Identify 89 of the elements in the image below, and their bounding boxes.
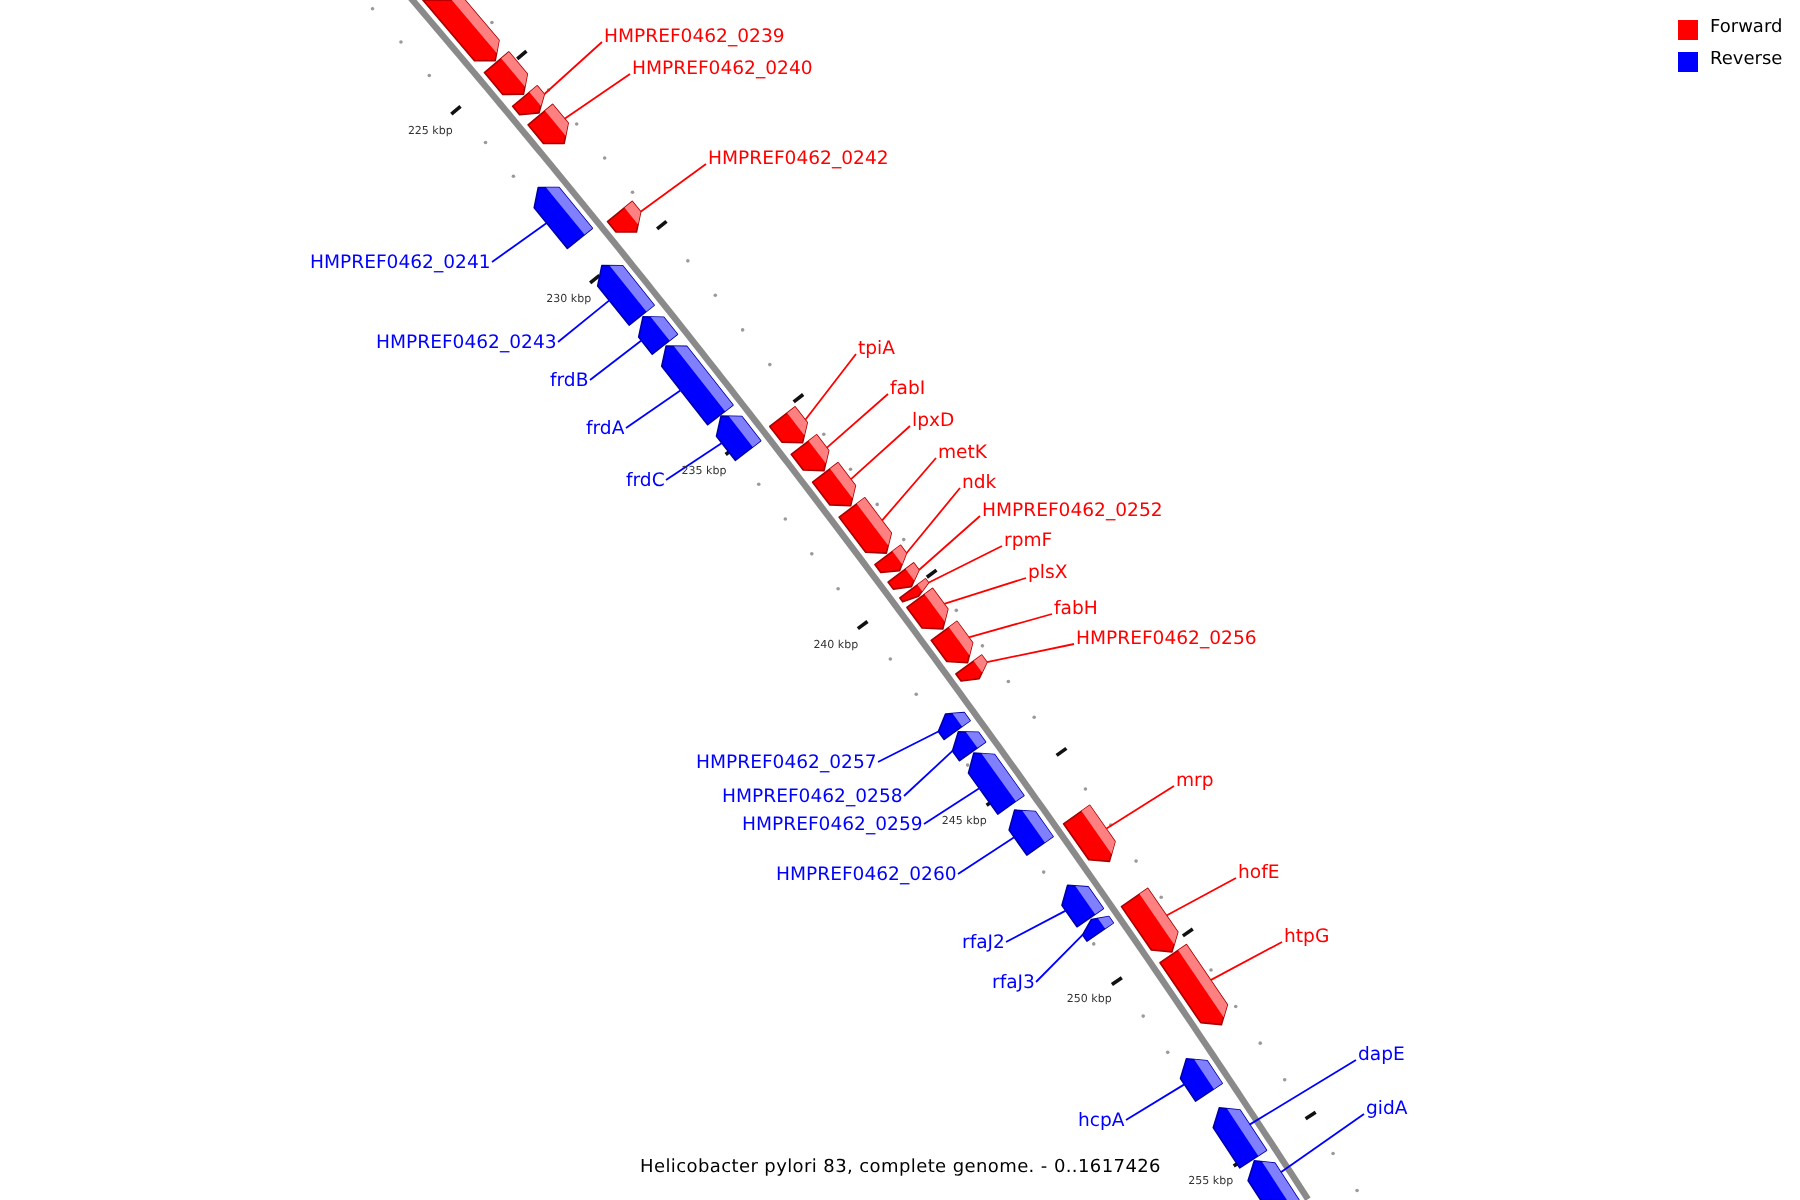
gene-block	[1212, 1107, 1268, 1169]
leader-line	[639, 163, 707, 213]
gene-label: HMPREF0462_0258	[722, 785, 903, 807]
gene-block	[811, 461, 857, 507]
gene-block	[1120, 887, 1179, 953]
gene-block	[1081, 915, 1115, 942]
gene-block	[1062, 804, 1116, 863]
leader-line	[1105, 785, 1175, 830]
leader-line	[881, 457, 937, 522]
gene-label: frdB	[550, 369, 589, 391]
gene-label: HMPREF0462_0252	[982, 499, 1163, 521]
gene-block	[596, 264, 655, 326]
gene-block	[483, 51, 529, 96]
gene-block	[715, 415, 762, 462]
gene-block	[874, 544, 908, 574]
leader-line	[1248, 1059, 1357, 1126]
gene-label: HMPREF0462_0240	[632, 57, 813, 79]
leader-line	[927, 545, 1003, 584]
gene-label: hcpA	[1078, 1109, 1125, 1131]
leader-line	[557, 299, 611, 343]
gene-label: fabH	[1054, 597, 1098, 619]
leader-line	[849, 425, 911, 481]
leader-line	[905, 487, 961, 555]
gene-label: htpG	[1284, 925, 1330, 947]
gene-label: rfaJ3	[992, 971, 1035, 993]
gene-block	[511, 84, 545, 116]
leader-line	[491, 222, 548, 263]
gene-label: HMPREF0462_0257	[696, 751, 877, 773]
gene-label: hofE	[1238, 861, 1280, 883]
gene-block	[887, 562, 920, 590]
gene-label: gidA	[1366, 1097, 1408, 1119]
leader-line	[543, 41, 603, 96]
gene-block	[527, 103, 569, 145]
leader-line	[1209, 941, 1283, 982]
gene-block	[955, 654, 988, 682]
gene-label: rpmF	[1004, 529, 1053, 551]
gene-label: fabI	[890, 377, 926, 399]
gene-block	[1159, 943, 1229, 1026]
gene-label: tpiA	[858, 337, 895, 359]
leader-line	[589, 339, 643, 381]
legend-label: Forward	[1710, 18, 1783, 40]
leader-line	[665, 442, 723, 481]
gene-label: mrp	[1176, 769, 1214, 791]
gene-label: HMPREF0462_0242	[708, 147, 889, 169]
legend-label: Reverse	[1710, 50, 1783, 72]
gene-block	[1008, 809, 1054, 856]
gene-block	[660, 345, 734, 426]
gene-label: HMPREF0462_0243	[376, 331, 557, 353]
gene-block	[967, 752, 1025, 815]
gene-label: lpxD	[912, 409, 955, 431]
leader-line	[923, 787, 981, 825]
gene-label: frdA	[586, 417, 625, 439]
gene-block	[1179, 1057, 1223, 1102]
leader-line	[903, 750, 954, 797]
gene-label: frdC	[626, 469, 665, 491]
gene-label: HMPREF0462_0256	[1076, 627, 1257, 649]
leader-line	[625, 389, 682, 429]
leader-line	[967, 613, 1053, 639]
gene-label: dapE	[1358, 1043, 1405, 1065]
leader-line	[877, 730, 940, 763]
gene-label: ndk	[962, 471, 997, 493]
leader-line	[918, 515, 981, 571]
leader-line	[986, 643, 1075, 664]
gene-block	[1247, 1160, 1300, 1200]
leader-line	[1035, 933, 1084, 983]
leader-line	[957, 836, 1016, 875]
gene-block	[422, 0, 500, 62]
gene-label: HMPREF0462_0241	[310, 251, 491, 273]
leader-line	[804, 353, 857, 421]
leader-line	[1280, 1113, 1365, 1174]
gene-label: rfaJ2	[962, 931, 1005, 953]
gene-label: HMPREF0462_0260	[776, 863, 957, 885]
leader-line	[563, 73, 631, 120]
leader-line	[943, 577, 1027, 605]
gene-block	[790, 434, 830, 472]
caption: Helicobacter pylori 83, complete genome. - 0..1617426	[640, 1158, 1161, 1180]
gene-block	[606, 200, 642, 233]
gene-block	[533, 186, 594, 250]
leader-line	[825, 393, 889, 449]
leader-line	[1125, 1083, 1186, 1121]
gene-label: HMPREF0462_0259	[742, 813, 923, 835]
leader-line	[1005, 909, 1067, 943]
leader-line	[1165, 877, 1237, 917]
gene-block	[930, 620, 974, 664]
gene-block	[838, 497, 893, 554]
gene-label: metK	[938, 441, 988, 463]
gene-label: plsX	[1028, 561, 1068, 583]
gene-label: HMPREF0462_0239	[604, 25, 785, 47]
gene-block	[768, 406, 808, 444]
